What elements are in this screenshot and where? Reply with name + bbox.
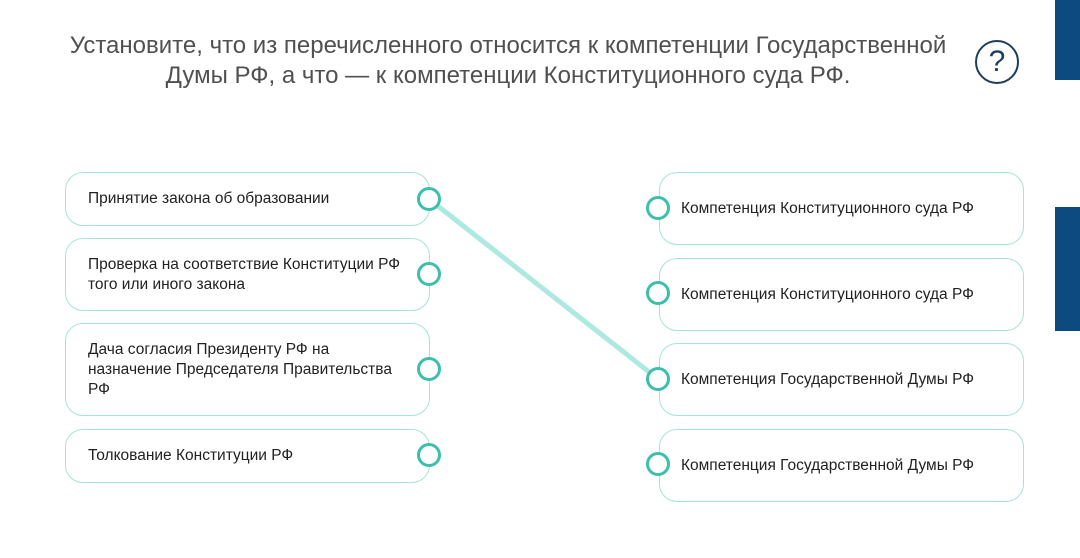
right-item[interactable]: Компетенция Государственной Думы РФ	[659, 429, 1024, 502]
right-item[interactable]: Компетенция Конституционного суда РФ	[659, 258, 1024, 331]
left-connector-0[interactable]	[417, 187, 441, 211]
left-item[interactable]: Дача согласия Президенту РФ на назначени…	[65, 323, 430, 416]
right-item[interactable]: Компетенция Государственной Думы РФ	[659, 343, 1024, 416]
question-title: Установите, что из перечисленного относи…	[69, 32, 947, 89]
question-mark-icon: ?	[988, 45, 1006, 78]
right-item-text: Компетенция Государственной Думы РФ	[681, 456, 975, 474]
left-connector-2[interactable]	[417, 357, 441, 381]
side-tab-bottom[interactable]	[1055, 207, 1080, 331]
right-item[interactable]: Компетенция Конституционного суда РФ	[659, 172, 1024, 245]
help-button[interactable]: ?	[975, 40, 1019, 84]
left-item-text: Толкование Конституции РФ	[88, 447, 294, 464]
left-item[interactable]: Проверка на соответствие Конституции РФ …	[65, 238, 430, 311]
side-tab-top[interactable]	[1055, 0, 1080, 80]
right-connector-2[interactable]	[646, 367, 670, 391]
right-connector-3[interactable]	[646, 452, 670, 476]
right-item-text: Компетенция Конституционного суда РФ	[681, 285, 974, 303]
right-item-text: Компетенция Конституционного суда РФ	[681, 199, 974, 217]
left-item-text: Дача согласия Президенту РФ на назначени…	[88, 340, 392, 398]
right-connector-1[interactable]	[646, 281, 670, 305]
left-item[interactable]: Принятие закона об образовании	[65, 172, 430, 226]
connection-line[interactable]	[427, 197, 660, 381]
left-item[interactable]: Толкование Конституции РФ	[65, 429, 430, 483]
left-connector-3[interactable]	[417, 443, 441, 467]
left-item-text: Проверка на соответствие Конституции РФ …	[88, 255, 401, 293]
left-connector-1[interactable]	[417, 262, 441, 286]
left-item-text: Принятие закона об образовании	[88, 190, 330, 207]
right-connector-0[interactable]	[646, 196, 670, 220]
right-item-text: Компетенция Государственной Думы РФ	[681, 370, 975, 388]
